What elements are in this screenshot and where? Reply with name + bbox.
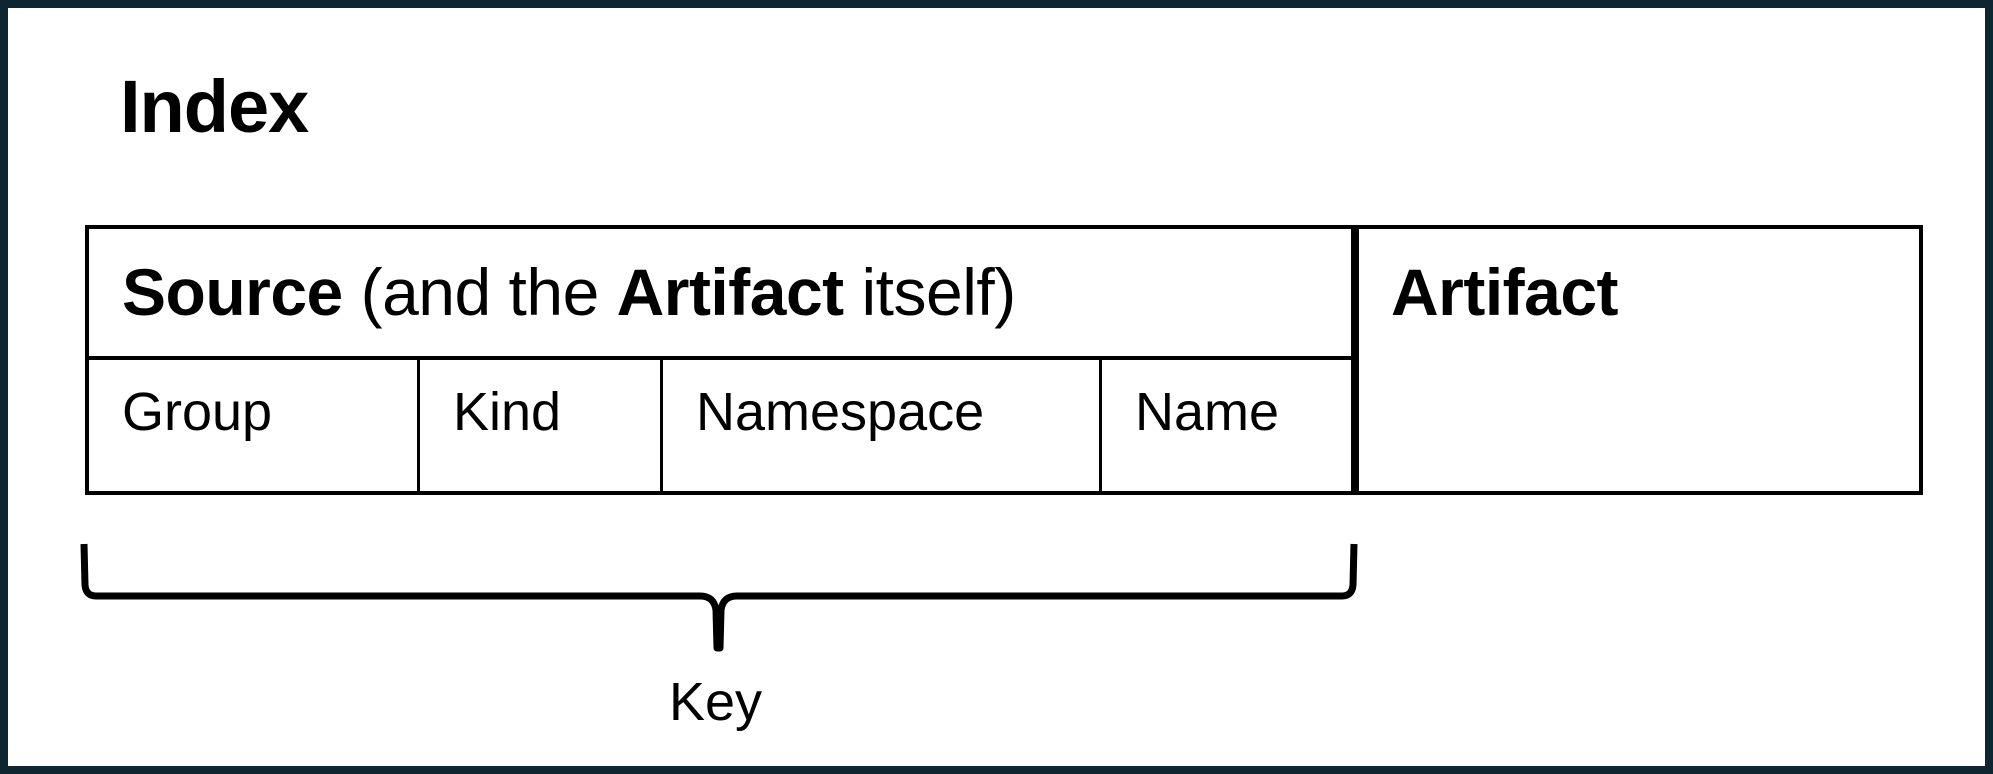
diagram-title: Index [120,65,309,148]
source-label: Source [122,255,343,329]
source-paren-close: itself) [843,255,1016,329]
artifact-header-cell: Artifact [1391,255,1619,329]
column-label: Kind [453,382,562,442]
column-label: Name [1135,382,1280,442]
key-label: Key [669,672,763,732]
column-name: Name [1099,360,1351,491]
source-header-cell: Source (and the Artifact itself) [89,229,1351,360]
column-label: Group [122,382,273,442]
thick-divider [1351,229,1359,491]
column-label: Namespace [696,382,985,442]
source-paren-open: (and the [342,255,617,329]
column-namespace: Namespace [660,360,1100,491]
artifact-inline-label: Artifact [616,255,845,329]
column-group: Group [89,360,417,491]
curly-brace-icon [80,543,1358,652]
source-header-text: Source (and the Artifact itself) [122,259,1016,325]
index-table: Source (and the Artifact itself) Artifac… [85,225,1923,495]
column-kind: Kind [417,360,660,491]
